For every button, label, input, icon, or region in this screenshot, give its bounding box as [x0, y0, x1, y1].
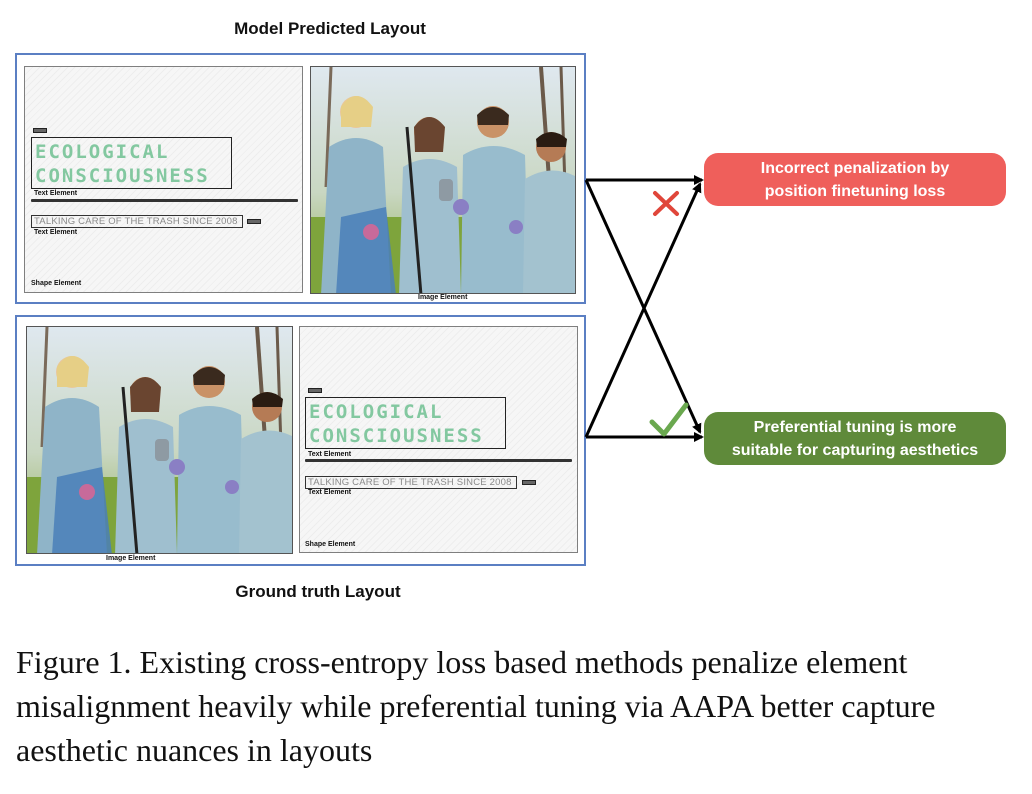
figure-caption: Figure 1. Existing cross-entropy loss ba… [16, 644, 936, 768]
preferential-tuning-text: Preferential tuning is more suitable for… [731, 418, 979, 459]
ground-truth-small-tag [308, 388, 322, 393]
predicted-title-line1: ECOLOGICAL [35, 141, 170, 163]
incorrect-penalization-callout: Incorrect penalization by position finet… [704, 153, 1006, 206]
incorrect-penalization-text: Incorrect penalization by position finet… [760, 159, 950, 200]
ground-truth-title-line2: CONSCIOUSNESS [309, 425, 484, 447]
ground-truth-text-element-label-1: Text Element [308, 451, 352, 458]
check-icon [649, 402, 689, 437]
arrow-bottom-to-incorrect [584, 182, 702, 438]
ground-truth-heading: Ground truth Layout [235, 582, 401, 601]
predicted-text-element-label-2: Text Element [34, 229, 78, 236]
predicted-shape-element-label: Shape Element [31, 280, 82, 287]
predicted-image-panel [310, 66, 576, 294]
ground-truth-text-element-label-2: Text Element [308, 489, 352, 496]
ground-truth-text-panel [299, 326, 578, 553]
predicted-text-element-label-1: Text Element [34, 190, 78, 197]
ground-truth-image-panel [26, 326, 293, 554]
predicted-title-box: ECOLOGICAL CONSCIOUSNESS [31, 137, 232, 189]
cross-icon [653, 191, 679, 216]
predicted-title-line2: CONSCIOUSNESS [35, 165, 210, 187]
volunteers-photo-gt [27, 327, 292, 553]
arrow-top-to-preferential [584, 179, 702, 434]
ground-truth-title-box: ECOLOGICAL CONSCIOUSNESS [305, 397, 506, 449]
ground-truth-title-line1: ECOLOGICAL [309, 401, 444, 423]
predicted-text-panel [24, 66, 303, 293]
ground-truth-divider-bar [305, 459, 572, 462]
predicted-subtitle-box: TALKING CARE OF THE TRASH SINCE 2008 [31, 215, 243, 228]
preferential-tuning-callout: Preferential tuning is more suitable for… [704, 412, 1006, 465]
ground-truth-shape-element-label: Shape Element [305, 541, 356, 548]
ground-truth-subtitle-box: TALKING CARE OF THE TRASH SINCE 2008 [305, 476, 517, 489]
predicted-image-element-label: Image Element [418, 294, 468, 301]
predicted-small-tag [33, 128, 47, 133]
ground-truth-subtitle-tag [522, 480, 536, 485]
model-predicted-heading: Model Predicted Layout [234, 19, 426, 38]
predicted-subtitle-tag [247, 219, 261, 224]
predicted-divider-bar [31, 199, 298, 202]
volunteers-photo [311, 67, 575, 293]
ground-truth-image-element-label: Image Element [106, 555, 156, 562]
